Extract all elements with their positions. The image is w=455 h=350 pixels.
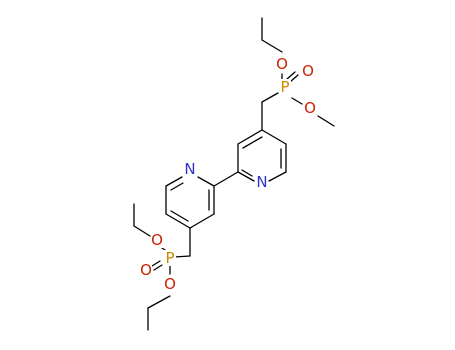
atom-symbol: P: [280, 78, 289, 96]
bond: [289, 74, 299, 83]
atom-symbol: O: [151, 231, 163, 249]
label-background: [164, 276, 176, 292]
atom-symbol: O: [302, 62, 314, 80]
label-background: [140, 262, 152, 278]
nitrogen-atom-label: N: [184, 160, 196, 178]
label-background: [164, 250, 176, 266]
bond: [261, 39, 283, 53]
atom-symbol: O: [304, 99, 316, 117]
bond: [151, 260, 161, 267]
bond: [165, 176, 183, 187]
oxygen-atom-label: O: [164, 275, 176, 293]
label-background: [304, 100, 316, 116]
oxygen-atom-label: O: [302, 62, 314, 80]
label-background: [184, 161, 196, 177]
bond: [261, 129, 287, 145]
atom-symbol: P: [165, 249, 174, 267]
bond: [170, 210, 189, 222]
oxygen-atom-label: O: [140, 261, 152, 279]
bond: [237, 171, 255, 182]
bond: [237, 129, 263, 145]
bond: [268, 171, 287, 182]
phosphonate-group-upper: [261, 17, 335, 131]
atom-symbol: N: [256, 173, 267, 191]
label-background: [276, 56, 288, 72]
label-background: [256, 174, 268, 190]
atom-symbol: O: [164, 275, 176, 293]
bond: [317, 115, 335, 127]
atom-symbol: O: [140, 261, 152, 279]
bond: [161, 247, 166, 251]
bond: [197, 176, 215, 187]
oxygen-atom-label: O: [304, 99, 316, 117]
pyridine-ring-upper: [237, 129, 287, 182]
label-background: [151, 232, 163, 248]
bond: [147, 295, 171, 309]
oxygen-atom-label: O: [276, 55, 288, 73]
phosphorus-atom-label: P: [279, 78, 291, 96]
bond: [261, 92, 279, 103]
bond: [170, 182, 184, 191]
bond: [133, 225, 151, 237]
pyridine-ring-lower: [165, 176, 215, 229]
bond: [189, 213, 215, 229]
bond: [286, 71, 296, 80]
bond: [291, 97, 303, 105]
bond: [241, 169, 253, 177]
label-background: [279, 79, 291, 95]
phosphonate-group-lower: [133, 203, 191, 331]
bond: [165, 213, 191, 229]
label-background: [302, 63, 314, 79]
bond: [153, 264, 163, 271]
bond: [173, 255, 191, 258]
nitrogen-atom-label: N: [256, 173, 268, 191]
atom-symbol: N: [184, 160, 195, 178]
phosphorus-atom-label: P: [164, 249, 176, 267]
atom-symbol: O: [276, 55, 288, 73]
oxygen-atom-label: O: [151, 231, 163, 249]
bond: [242, 136, 263, 149]
biaryl-bond: [213, 171, 239, 187]
